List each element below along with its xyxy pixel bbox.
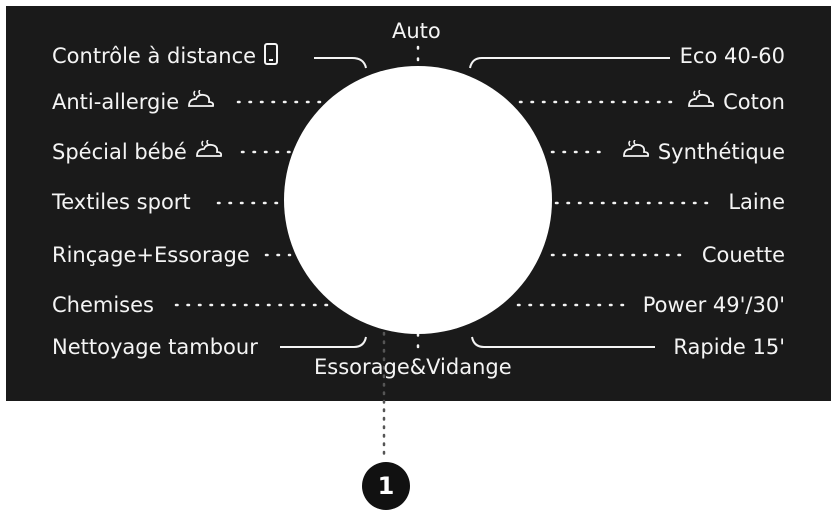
program-label: Contrôle à distance xyxy=(52,44,257,68)
program-baby-special: Spécial bébé xyxy=(52,139,224,166)
program-rinse-spin: Rinçage+Essorage xyxy=(52,243,250,267)
leader-line-quick xyxy=(471,336,655,348)
program-shirts: Chemises xyxy=(52,293,154,317)
program-drum-clean: Nettoyage tambour xyxy=(52,335,258,359)
program-wool: Laine xyxy=(728,190,785,214)
program-anti-allergy: Anti-allergie xyxy=(52,89,216,116)
program-remote-control: Contrôle à distance xyxy=(52,43,279,71)
program-auto: Auto xyxy=(392,19,441,43)
program-label: Coton xyxy=(723,90,785,114)
leader-line-remote xyxy=(314,57,367,69)
steam-icon xyxy=(621,139,651,166)
leader-line-eco xyxy=(469,57,670,69)
program-duvet: Couette xyxy=(701,243,785,267)
program-dial-knob[interactable] xyxy=(284,66,552,334)
program-synthetic: Synthétique xyxy=(621,139,785,166)
program-label: Synthétique xyxy=(657,140,785,164)
program-spin-drain: Essorage&Vidange xyxy=(314,355,512,379)
steam-icon xyxy=(194,139,224,166)
program-power: Power 49'/30' xyxy=(642,293,785,317)
phone-icon xyxy=(263,43,279,71)
program-label: Anti-allergie xyxy=(52,90,180,114)
program-quick-15: Rapide 15' xyxy=(673,335,785,359)
callout-number-badge: 1 xyxy=(362,462,410,510)
leader-line-drum-clean xyxy=(280,336,367,348)
program-label: Spécial bébé xyxy=(52,140,187,164)
program-sport-textiles: Textiles sport xyxy=(52,190,191,214)
program-eco-40-60: Eco 40-60 xyxy=(679,44,785,68)
program-coton: Coton xyxy=(686,89,785,116)
steam-icon xyxy=(686,89,716,116)
steam-icon xyxy=(186,89,216,116)
